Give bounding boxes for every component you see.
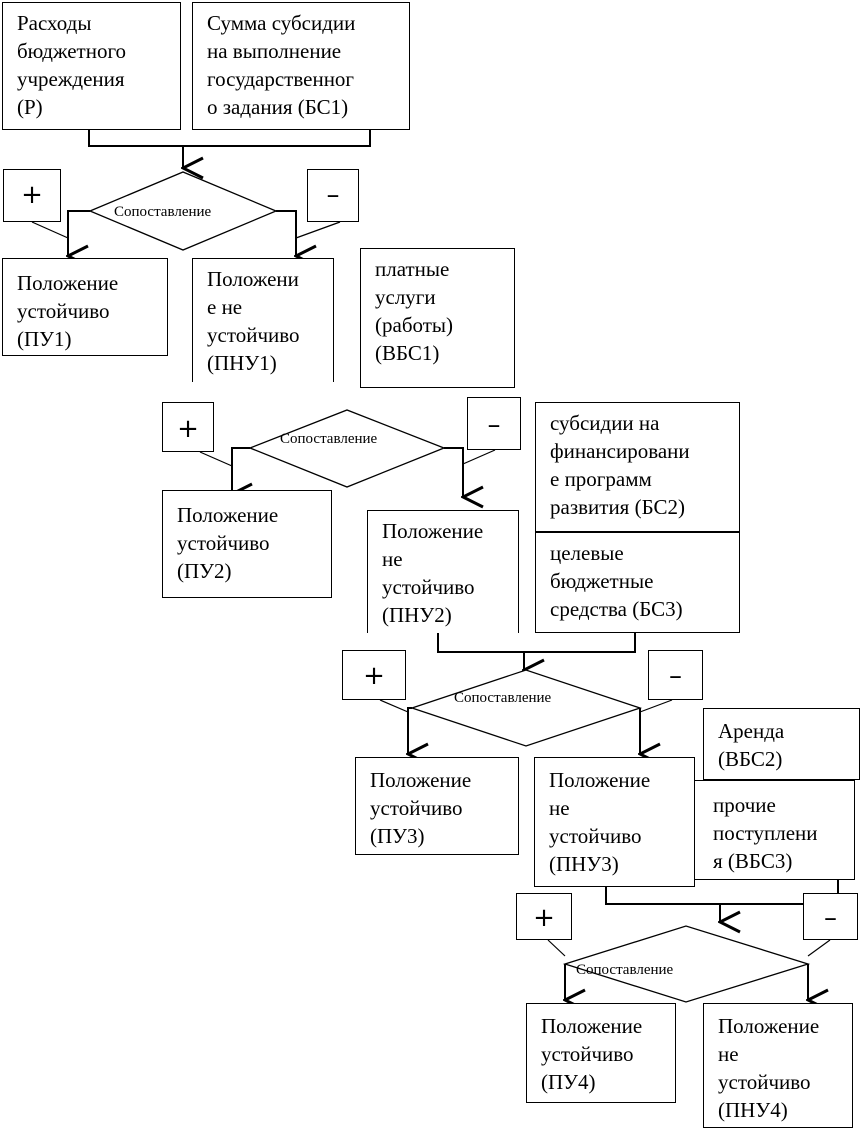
box-unstable-pnu4: Положение не устойчиво (ПНУ4): [703, 1003, 853, 1128]
box-stable-pu1: Положение устойчиво (ПУ1): [2, 258, 168, 356]
decision-diamond-4: [562, 925, 811, 1003]
decision-label-2: Сопоставление: [280, 431, 378, 447]
box-stable-pu3: Положение устойчиво (ПУ3): [355, 757, 519, 855]
minus-callout-4: –: [803, 893, 858, 940]
box-unstable-pnu2: Положение не устойчиво (ПНУ2): [367, 510, 519, 633]
branch-plus-2: [232, 447, 250, 494]
box-subsidy-bs1: Сумма субсидии на выполнение государстве…: [192, 2, 410, 130]
decision-diamond-2: [248, 409, 446, 488]
box-rent-vbs2: Аренда (ВБС2): [703, 708, 860, 780]
box-other-income-vbs3: прочие поступлени я (ВБС3): [695, 780, 855, 880]
box-target-funds-bs3: целевые бюджетные средства (БС3): [535, 532, 740, 633]
branch-plus-1: [68, 210, 90, 256]
callout-tail-plus-4: [547, 939, 566, 957]
decision-label-1: Сопоставление: [114, 204, 212, 220]
box-stable-pu2: Положение устойчиво (ПУ2): [162, 490, 332, 598]
branch-plus-3: [408, 707, 412, 754]
plus-callout-4: +: [516, 893, 572, 940]
box-stable-pu4: Положение устойчиво (ПУ4): [526, 1003, 676, 1103]
box-paid-services-vbs1: платные услуги (работы) (ВБС1): [360, 248, 515, 388]
callout-tail-minus-1: [295, 221, 341, 239]
callout-tail-plus-1: [31, 221, 69, 239]
callout-tail-minus-4: [807, 939, 831, 957]
decision-label-4: Сопоставление: [576, 962, 674, 978]
box-unstable-pnu3: Положение не устойчиво (ПНУ3): [534, 757, 695, 887]
merge-connector-4: [605, 880, 839, 905]
plus-callout-1: +: [3, 169, 61, 222]
decision-diamond-1: [88, 171, 278, 251]
minus-callout-1: –: [307, 169, 359, 222]
merge-connector-3: [437, 633, 636, 653]
callout-tail-plus-3: [379, 699, 409, 713]
plus-callout-3: +: [342, 650, 406, 700]
box-development-subsidy-bs2: субсидии на финансировани е программ раз…: [535, 402, 740, 532]
box-expenses-r: Расходы бюджетного учреждения (Р): [2, 2, 181, 130]
decision-label-3: Сопоставление: [454, 690, 552, 706]
minus-callout-2: –: [467, 397, 521, 450]
callout-tail-minus-3: [639, 699, 673, 713]
merge-connector-1: [88, 130, 371, 147]
plus-callout-2: +: [162, 402, 214, 452]
decision-diamond-3: [409, 669, 643, 747]
box-unstable-pnu1: Положени е не устойчиво (ПНУ1): [192, 258, 334, 382]
minus-callout-3: –: [648, 650, 703, 700]
branch-minus-1: [276, 210, 296, 256]
callout-tail-plus-2: [199, 451, 233, 467]
branch-minus-2: [444, 447, 463, 497]
callout-tail-minus-2: [462, 449, 496, 465]
